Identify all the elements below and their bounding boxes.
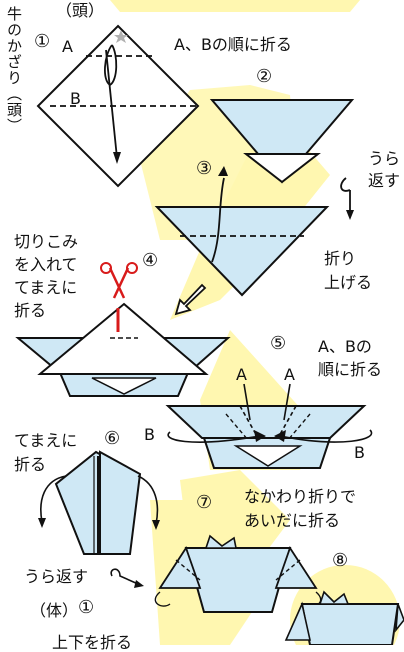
- step5-label-b2: B: [354, 443, 365, 462]
- step4-instruction-4: 折る: [14, 301, 47, 320]
- step1-number: ①: [34, 31, 51, 52]
- step3-flip-note-1: うら: [368, 149, 401, 168]
- step4-instruction-2: を入れて: [14, 255, 78, 274]
- step5-label-b1: B: [144, 425, 155, 444]
- step7-head-diagram: [154, 534, 322, 613]
- step6-body-diagram: [38, 450, 160, 588]
- step3-flip-note-2: 返す: [368, 171, 401, 190]
- step3-number: ③: [196, 158, 213, 179]
- step4-instruction-3: てまえに: [14, 278, 78, 297]
- step3-fold-note-2: 上げる: [324, 273, 373, 292]
- head-label: （頭）: [56, 1, 105, 20]
- step3-fold-note-1: 折り: [324, 249, 357, 268]
- star-icon: [114, 30, 128, 43]
- step1-diamond-diagram: [36, 24, 200, 188]
- body-title: （体）: [30, 601, 79, 620]
- flip-loop-icon: [110, 568, 139, 585]
- step6-instruction-1: てまえに: [14, 431, 78, 450]
- step7-instruction-2: あいだに折る: [244, 511, 341, 530]
- step4-number: ④: [142, 250, 159, 271]
- step1-label-b: B: [70, 89, 81, 108]
- step7-instruction-1: なかわり折りで: [244, 487, 357, 506]
- step1-label-a: A: [62, 37, 73, 56]
- step2-number: ②: [256, 66, 273, 87]
- step4-instruction-1: 切りこみ: [14, 232, 79, 251]
- step8-head-diagram: [284, 590, 404, 645]
- body-step-number: ①: [78, 597, 95, 618]
- step5-number: ⑤: [270, 333, 287, 354]
- step1-instruction: A、Bの順に折る: [174, 35, 292, 54]
- side-title: 牛のかざり（頭）: [5, 6, 23, 134]
- step5-instruction-2: 順に折る: [318, 360, 383, 379]
- flip-loop-icon: [340, 177, 351, 192]
- step5-label-a1: A: [236, 365, 247, 384]
- step6-number: ⑥: [104, 428, 121, 449]
- step5-label-a2: A: [284, 365, 295, 384]
- step8-number: ⑧: [332, 550, 349, 571]
- step4-hat-diagram: [15, 262, 231, 397]
- fold-arrow-icon: [174, 283, 207, 316]
- body-instruction-cut: 上下を折る: [52, 633, 133, 652]
- step6-instruction-2: 折る: [14, 455, 47, 474]
- step2-triangle-diagram: [209, 99, 355, 184]
- step6-flip-note: うら返す: [24, 567, 89, 586]
- scissors-icon: [100, 262, 138, 299]
- step7-number: ⑦: [196, 492, 213, 513]
- step5-instruction-1: A、Bの: [318, 337, 372, 356]
- step5-hat-diagram: [165, 383, 373, 469]
- step3-triangle-diagram: [154, 166, 354, 297]
